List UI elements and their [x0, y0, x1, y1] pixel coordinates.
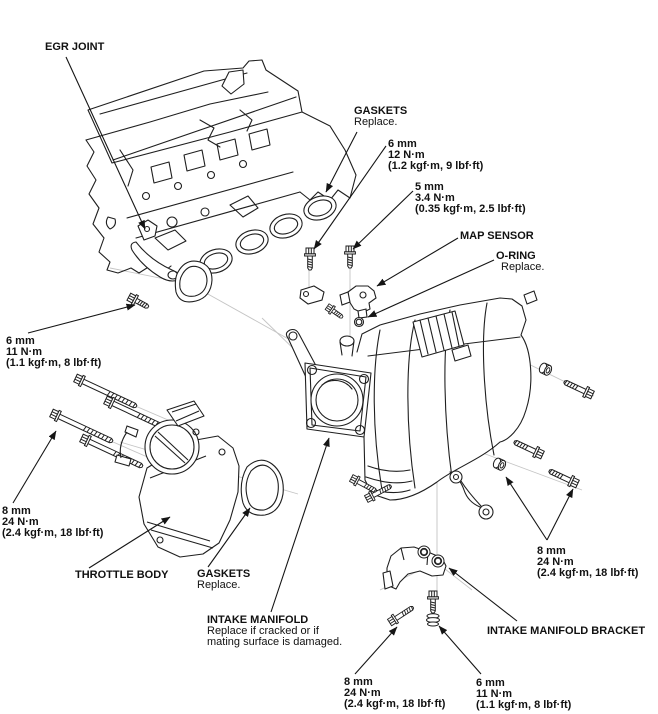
- label-bolt-8mm-bottom: 8 mm 24 N·m (2.4 kgf·m, 18 lbf·ft): [344, 677, 445, 710]
- throttle-body-art: [114, 400, 240, 558]
- bolt-torque-detail: (2.4 kgf·m, 18 lbf·ft): [537, 567, 639, 579]
- bolt-size: 6 mm: [388, 138, 417, 150]
- leader-bracket: [448, 567, 518, 622]
- bolt-torque-detail: (1.2 kgf·m, 9 lbf·ft): [388, 160, 484, 172]
- bolt-size: 6 mm: [6, 335, 35, 347]
- bolt-torque-detail: (1.1 kgf·m, 8 lbf·ft): [476, 699, 572, 711]
- part-name: O-RING: [496, 250, 536, 262]
- part-note: Replace.: [197, 579, 241, 591]
- leader-gaskets-bottom: [207, 507, 251, 568]
- manifold-stay-art: [449, 470, 494, 520]
- label-throttle-body: THROTTLE BODY: [75, 570, 169, 581]
- bolt-torque: 24 N·m: [537, 556, 574, 568]
- part-name: EGR JOINT: [45, 41, 105, 53]
- leader-bolt-6mm-left: [27, 303, 136, 334]
- bolt-torque-detail: (0.35 kgf·m, 2.5 lbf·ft): [415, 203, 526, 215]
- bolt-torque: 3.4 N·m: [415, 192, 455, 204]
- label-bolt-6mm-11nm-bottom: 6 mm 11 N·m (1.1 kgf·m, 8 lbf·ft): [476, 678, 571, 711]
- label-bolt-8mm-right: 8 mm 24 N·m (2.4 kgf·m, 18 lbf·ft): [537, 546, 638, 579]
- label-gaskets-bottom: GASKETS Replace.: [197, 569, 250, 591]
- bolt-torque-detail: (2.4 kgf·m, 18 lbf·ft): [344, 698, 446, 710]
- label-bolt-6mm-11nm-left: 6 mm 11 N·m (1.1 kgf·m, 8 lbf·ft): [6, 336, 101, 369]
- part-note: Replace.: [354, 116, 398, 128]
- bolt-torque-detail: (2.4 kgf·m, 18 lbf·ft): [2, 527, 104, 539]
- leader-bolt-6mm-12nm: [313, 145, 387, 250]
- part-name: THROTTLE BODY: [75, 569, 169, 581]
- throttle-gasket-art: [240, 459, 284, 516]
- port-gaskets-art: [174, 191, 340, 303]
- leader-bolt-8mm-left: [12, 430, 57, 504]
- part-name: MAP SENSOR: [460, 230, 534, 242]
- part-name: GASKETS: [197, 568, 251, 580]
- bolt-torque-detail: (1.1 kgf·m, 8 lbf·ft): [6, 357, 102, 369]
- leader-gaskets-top: [325, 131, 358, 193]
- bolt-size: 8 mm: [537, 545, 566, 557]
- label-bolt-8mm-left: 8 mm 24 N·m (2.4 kgf·m, 18 lbf·ft): [2, 506, 103, 539]
- bolt-torque: 24 N·m: [2, 516, 39, 528]
- leader-bolt-6mm-bottom: [438, 625, 482, 675]
- leader-o-ring: [367, 259, 495, 318]
- label-gaskets-top: GASKETS Replace.: [354, 106, 407, 128]
- label-intake-manifold-bracket: INTAKE MANIFOLD BRACKET: [487, 626, 645, 637]
- leader-map-sensor: [376, 237, 459, 287]
- leader-bolt-8mm-bottom: [354, 626, 398, 675]
- part-name: GASKETS: [354, 105, 408, 117]
- label-intake-manifold: INTAKE MANIFOLD Replace if cracked or if…: [207, 615, 342, 648]
- bolt-torque: 12 N·m: [388, 149, 425, 161]
- label-map-sensor: MAP SENSOR: [460, 231, 534, 242]
- bottom-bolts-art: [386, 590, 440, 628]
- bolt-torque: 11 N·m: [6, 346, 43, 358]
- leader-throttle-body: [88, 516, 171, 569]
- engine-block-art: [85, 59, 357, 274]
- label-bolt-6mm-12nm: 6 mm 12 N·m (1.2 kgf·m, 9 lbf·ft): [388, 139, 483, 172]
- label-bolt-5mm: 5 mm 3.4 N·m (0.35 kgf·m, 2.5 lbf·ft): [415, 182, 526, 215]
- bolt-torque: 24 N·m: [344, 687, 381, 699]
- leader-bolt-5mm: [352, 190, 414, 250]
- intake-manifold-art: [285, 290, 538, 520]
- part-note: mating surface is damaged.: [207, 636, 343, 648]
- map-sensor-art: [299, 245, 377, 328]
- bolt-size: 8 mm: [2, 505, 31, 517]
- part-note: Replace.: [501, 261, 545, 273]
- bolt-torque: 11 N·m: [476, 688, 513, 700]
- bracket-art: [348, 473, 447, 590]
- leader-bolt-8mm-right-b: [546, 488, 574, 541]
- leader-arrows: [12, 56, 574, 675]
- leader-intake-manifold: [270, 437, 330, 613]
- part-name: INTAKE MANIFOLD: [207, 614, 309, 626]
- bolt-size: 5 mm: [415, 181, 444, 193]
- leader-egr-joint: [65, 56, 146, 230]
- part-name: INTAKE MANIFOLD BRACKET: [487, 625, 646, 637]
- bolt-size: 8 mm: [344, 676, 373, 688]
- bolt-size: 6 mm: [476, 677, 505, 689]
- leader-bolt-8mm-right-a: [505, 476, 548, 541]
- label-o-ring: O-RING Replace.: [496, 251, 544, 273]
- part-note: Replace if cracked or if: [207, 625, 319, 637]
- label-egr-joint: EGR JOINT: [45, 42, 104, 53]
